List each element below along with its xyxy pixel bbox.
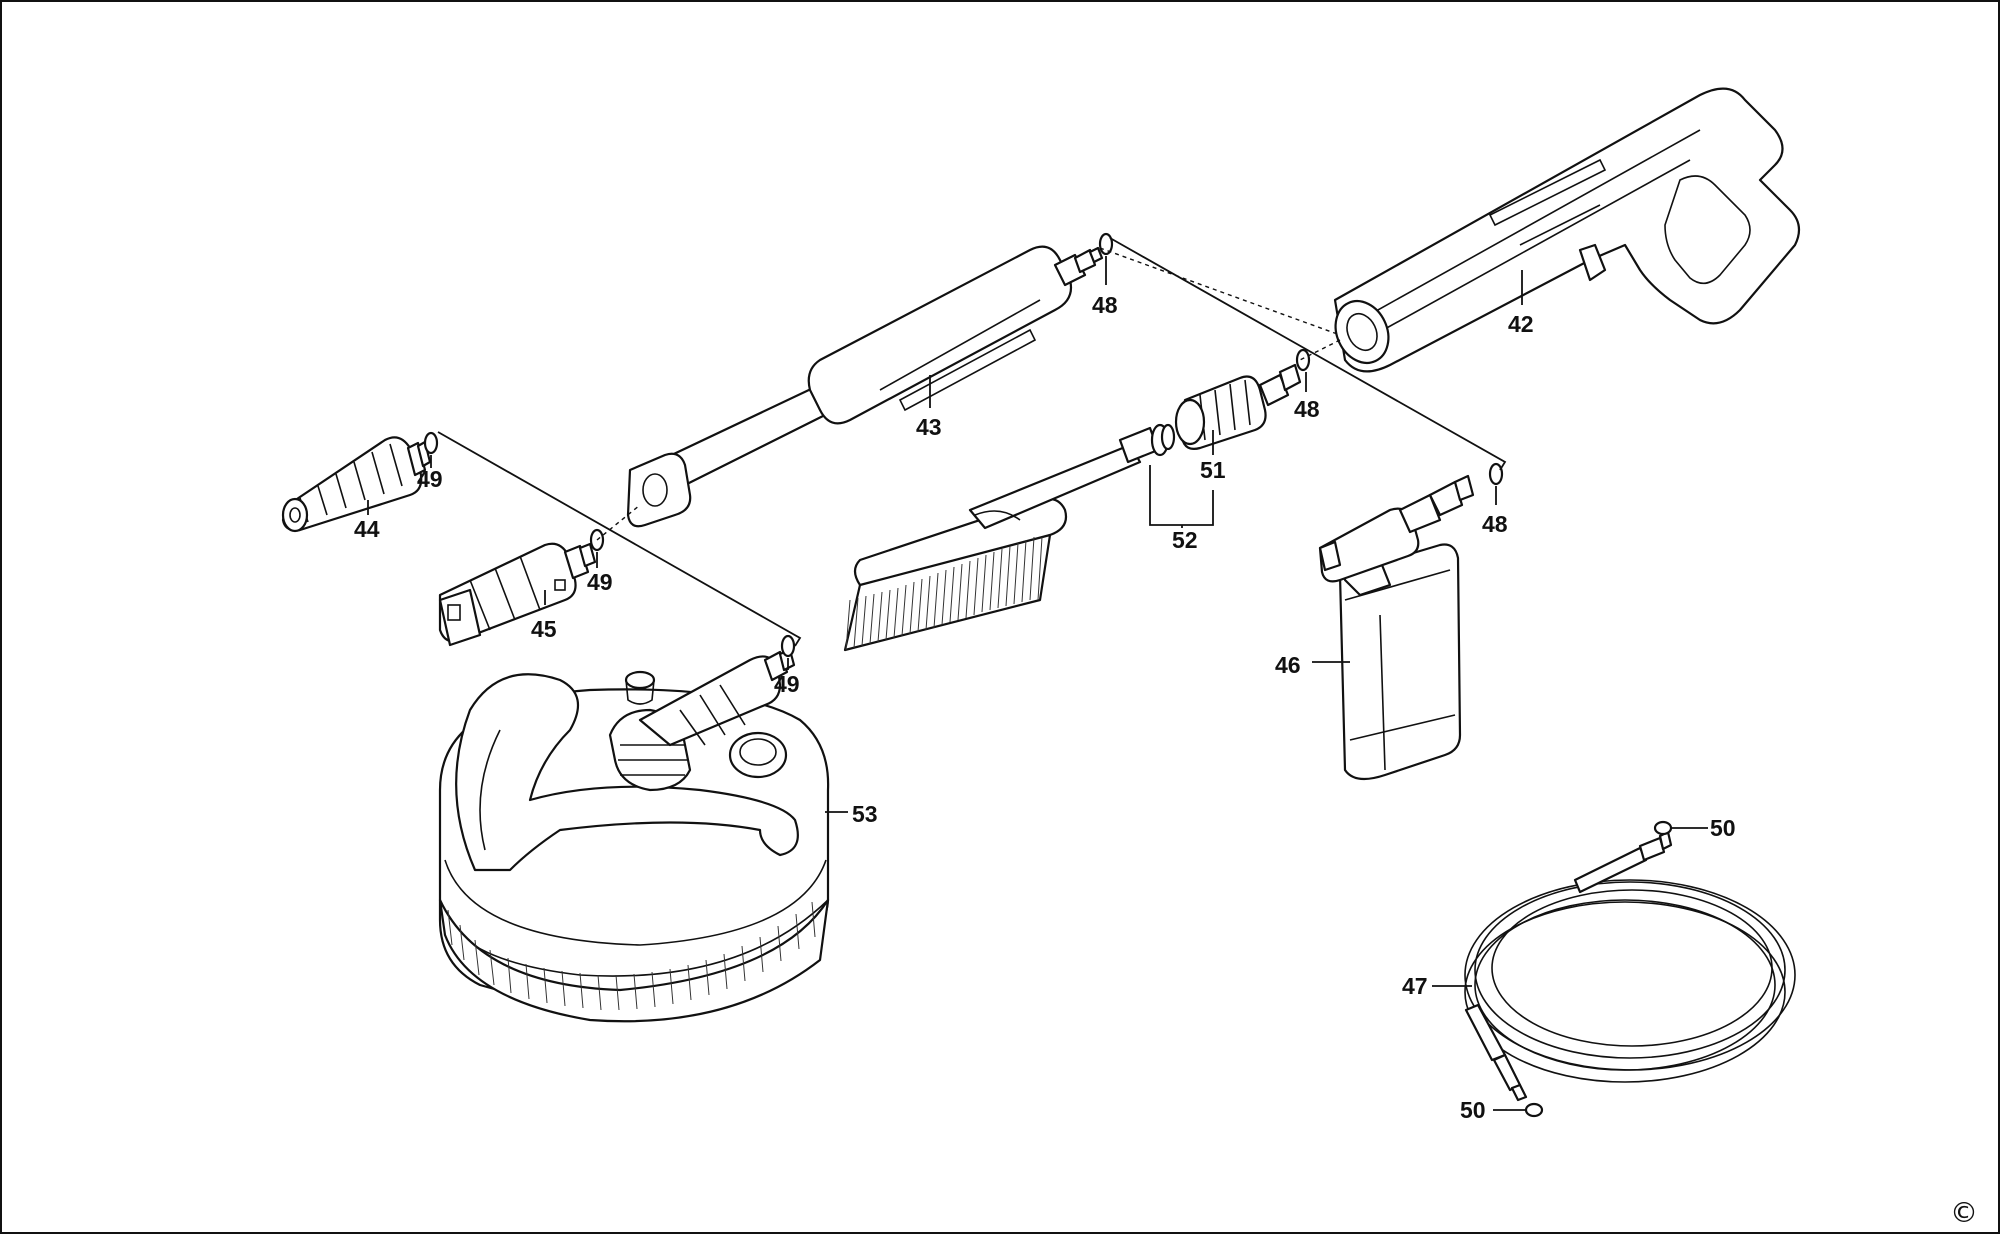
- part-52-wash-brush: [843, 423, 1176, 652]
- o-ring-48b: [1295, 348, 1311, 372]
- o-ring-49a: [423, 431, 439, 455]
- label-53: 53: [852, 801, 878, 827]
- assembly-axis-43-42: [1099, 247, 1341, 336]
- o-ring-50a: [1653, 820, 1673, 836]
- label-50a: 50: [1710, 815, 1736, 841]
- part-43-lance: [626, 245, 1104, 528]
- label-49b: 49: [587, 569, 613, 595]
- label-50b: 50: [1460, 1097, 1486, 1123]
- part-51-adaptor: [1174, 363, 1302, 450]
- part-42-spray-gun: [1333, 87, 1801, 373]
- part-45-vario-nozzle: [438, 542, 597, 647]
- label-47: 47: [1402, 973, 1428, 999]
- o-ring-50b: [1524, 1102, 1544, 1118]
- o-ring-48c: [1488, 462, 1504, 486]
- group-line-49: [437, 431, 802, 647]
- label-48a: 48: [1092, 292, 1118, 318]
- label-43: 43: [916, 414, 942, 440]
- label-48c: 48: [1482, 511, 1508, 537]
- part-53-patio-cleaner: [438, 648, 830, 1023]
- label-44: 44: [354, 516, 380, 542]
- brush-bristles: [843, 533, 1052, 652]
- label-48b: 48: [1294, 396, 1320, 422]
- part-46-detergent-bottle: [1318, 474, 1475, 781]
- label-45: 45: [531, 616, 557, 642]
- part-47-hose: [1464, 830, 1796, 1102]
- patio-brush-ring: [438, 898, 830, 1023]
- label-52: 52: [1172, 527, 1198, 553]
- assembly-axis-45-43: [596, 504, 641, 541]
- part-44-rotary-nozzle: [281, 436, 432, 533]
- copyright-mark: ©: [1950, 1196, 1978, 1229]
- group-line-48: [1109, 237, 1507, 471]
- label-42: 42: [1508, 311, 1534, 337]
- label-46: 46: [1275, 652, 1301, 678]
- label-51: 51: [1200, 457, 1226, 483]
- label-49c: 49: [774, 671, 800, 697]
- o-ring-49c: [780, 634, 796, 658]
- label-49a: 49: [417, 466, 443, 492]
